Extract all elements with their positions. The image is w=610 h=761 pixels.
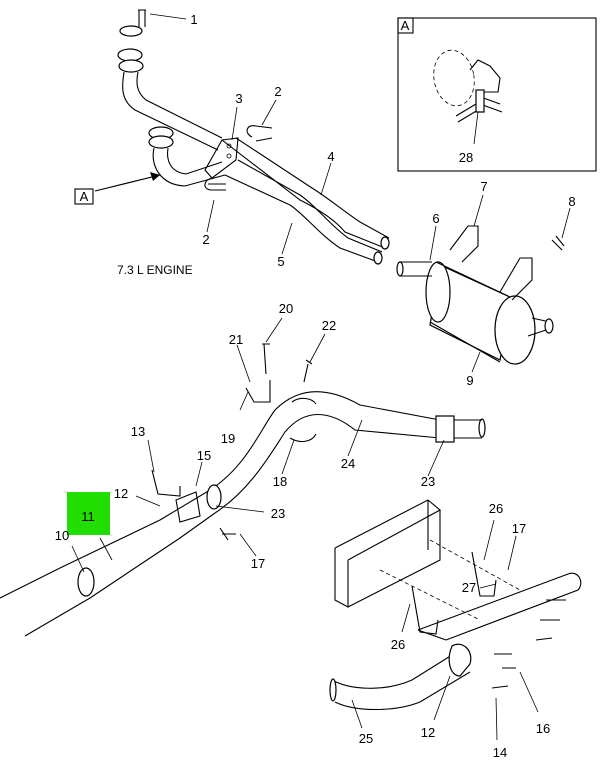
callout-21: 21	[229, 332, 243, 347]
callout-1: 1	[190, 12, 197, 27]
callout-7: 7	[480, 179, 487, 194]
callout-23: 23	[271, 506, 285, 521]
tailpipe-assembly	[0, 317, 486, 637]
callout-12: 12	[421, 725, 435, 740]
muffler-assembly	[396, 194, 571, 373]
callout-25: 25	[359, 731, 373, 746]
callout-18: 18	[273, 474, 287, 489]
engine-caption: 7.3 L ENGINE	[117, 263, 193, 277]
callout-24: 24	[341, 456, 355, 471]
callout-17: 17	[251, 556, 265, 571]
callout-26: 26	[391, 637, 405, 652]
callout-6: 6	[432, 211, 439, 226]
callout-2: 2	[274, 84, 281, 99]
callout-15: 15	[197, 448, 211, 463]
callout-26: 26	[489, 501, 503, 516]
callout-5: 5	[277, 254, 284, 269]
callout-2: 2	[202, 232, 209, 247]
callout-11: 11	[81, 509, 95, 524]
callout-19: 19	[221, 431, 235, 446]
callout-17: 17	[512, 521, 526, 536]
callout-20: 20	[279, 301, 293, 316]
callout-labels: 1 2 3 4 2 5 28 7 6 8 9 20 21 22 19 13 24…	[55, 12, 576, 760]
callout-16: 16	[536, 721, 550, 736]
callout-10: 10	[55, 528, 69, 543]
view-a-label: A	[80, 189, 89, 204]
callout-14: 14	[493, 745, 507, 760]
callout-8: 8	[568, 194, 575, 209]
engine-downpipe-assembly	[94, 9, 390, 265]
highlight-box	[67, 492, 110, 535]
frame-crossmember-assembly	[329, 499, 582, 741]
callout-9: 9	[466, 373, 473, 388]
view-a-marker	[74, 188, 94, 205]
callout-27: 27	[462, 580, 476, 595]
detail-a-inset	[397, 17, 597, 172]
callout-4: 4	[327, 149, 334, 164]
callout-3: 3	[235, 91, 242, 106]
callout-28: 28	[459, 150, 473, 165]
callout-22: 22	[322, 318, 336, 333]
callout-23: 23	[421, 474, 435, 489]
detail-a-label: A	[401, 18, 410, 33]
callout-12: 12	[114, 486, 128, 501]
callout-13: 13	[131, 424, 145, 439]
